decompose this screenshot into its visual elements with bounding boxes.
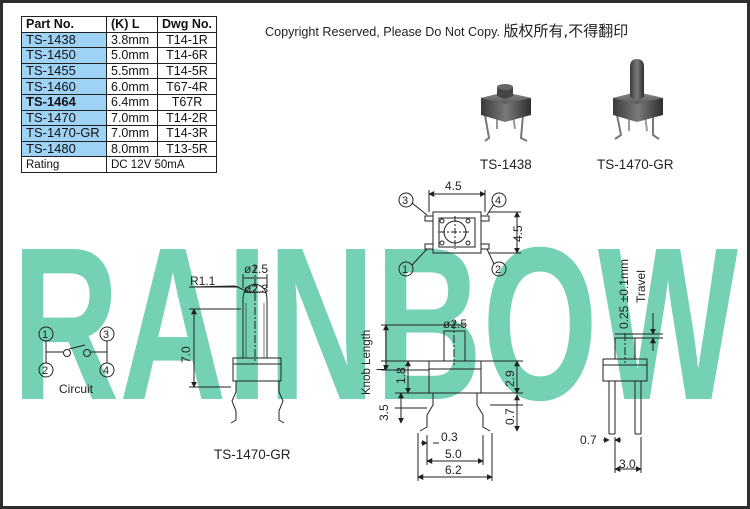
- dwg-cell: T14-5R: [157, 62, 217, 80]
- table-row-highlighted: TS-1464 6.4mm T67R: [21, 93, 217, 111]
- spec-table: Part No. (K) L Dwg No. TS-1438 3.8mm T14…: [21, 16, 217, 173]
- side-dim-0-7: 0.7: [580, 433, 597, 447]
- circuit-label: Circuit: [59, 382, 94, 396]
- rating-value: DC 12V 50mA: [106, 156, 217, 173]
- dwg-cell: T67R: [157, 93, 217, 111]
- rainbow-watermark: RAINBOW: [12, 203, 738, 446]
- table-row: TS-1438 3.8mm T14-1R: [21, 31, 217, 49]
- main-front-view: [381, 321, 523, 481]
- dwg-cell: T13-5R: [157, 140, 217, 158]
- circuit-pin-2: 2: [42, 365, 48, 377]
- main-dim-2-9: 2.9: [503, 370, 517, 387]
- travel-value-label: 0.25 ±0.1mm: [617, 259, 631, 329]
- top-view-height-label: 4.5: [511, 225, 525, 242]
- top-view-pin-3: 3: [402, 195, 408, 207]
- side-dim-3-0: 3.0: [619, 457, 636, 471]
- main-L-label: L: [376, 364, 388, 371]
- copyright-text: Copyright Reserved, Please Do Not Copy.: [265, 25, 500, 39]
- switch-photo-ts1470gr: [613, 59, 663, 140]
- main-knob-dia-label: ø2.5: [443, 317, 467, 331]
- length-cell: 7.0mm: [106, 109, 158, 127]
- dwg-cell: T14-1R: [157, 31, 217, 49]
- circuit-diagram: [38, 326, 115, 378]
- table-row: TS-1480 8.0mm T13-5R: [21, 140, 217, 158]
- dwg-cell: T14-6R: [157, 47, 217, 64]
- photo-caption-ts1438: TS-1438: [480, 157, 532, 172]
- main-knob-length-label: Knob Length: [361, 330, 373, 395]
- right-side-view: [602, 313, 663, 473]
- switch-photo-ts1438: [481, 84, 531, 142]
- top-view-pin-2: 2: [495, 264, 501, 276]
- part-number-cell: TS-1464: [21, 93, 107, 111]
- top-view-pin-1: 1: [402, 264, 408, 276]
- part-number-cell: TS-1450: [21, 47, 107, 64]
- main-dim-1-8: 1.8: [394, 367, 408, 384]
- gr-height-label: 7.0: [179, 346, 193, 363]
- table-row: TS-1450 5.0mm T14-6R: [21, 47, 217, 64]
- rating-row: Rating DC 12V 50mA: [21, 156, 217, 173]
- main-dim-0-3: 0.3: [441, 430, 458, 444]
- dwg-cell: T67-4R: [157, 78, 217, 95]
- part-number-cell: TS-1470-GR: [21, 125, 107, 142]
- circuit-pin-4: 4: [103, 365, 109, 377]
- circuit-pin-1: 1: [42, 329, 48, 341]
- main-dim-6-2: 6.2: [445, 463, 462, 477]
- part-number-cell: TS-1480: [21, 140, 107, 158]
- photo-caption-ts1470gr: TS-1470-GR: [597, 157, 674, 172]
- gr-side-view: [188, 265, 285, 424]
- length-cell: 5.5mm: [106, 62, 158, 80]
- circuit-pin-3: 3: [103, 329, 109, 341]
- table-row: TS-1455 5.5mm T14-5R: [21, 62, 217, 80]
- copyright-chinese: 版权所有,不得翻印: [503, 22, 629, 40]
- main-dim-3-5: 3.5: [377, 404, 391, 421]
- rating-label: Rating: [21, 156, 107, 173]
- travel-label: Travel: [634, 270, 648, 303]
- top-view-width-label: 4.5: [445, 179, 462, 193]
- length-cell: 5.0mm: [106, 47, 158, 64]
- gr-dia2-label: ø2.3: [244, 282, 268, 296]
- top-view-pin-4: 4: [495, 195, 501, 207]
- copyright-notice: Copyright Reserved, Please Do Not Copy. …: [265, 20, 628, 41]
- gr-caption: TS-1470-GR: [214, 447, 291, 462]
- gr-dia1-label: ø2.5: [244, 262, 268, 276]
- main-dim-0-7: 0.7: [503, 408, 517, 425]
- main-dim-5-0: 5.0: [445, 447, 462, 461]
- technical-drawing: RAINBOW TS-1438 TS-1470-GR: [12, 59, 738, 481]
- part-number-cell: TS-1460: [21, 78, 107, 95]
- top-view: [398, 190, 521, 277]
- gr-radius-label: R1.1: [190, 274, 216, 288]
- table-row: TS-1470-GR 7.0mm T14-3R: [21, 125, 217, 142]
